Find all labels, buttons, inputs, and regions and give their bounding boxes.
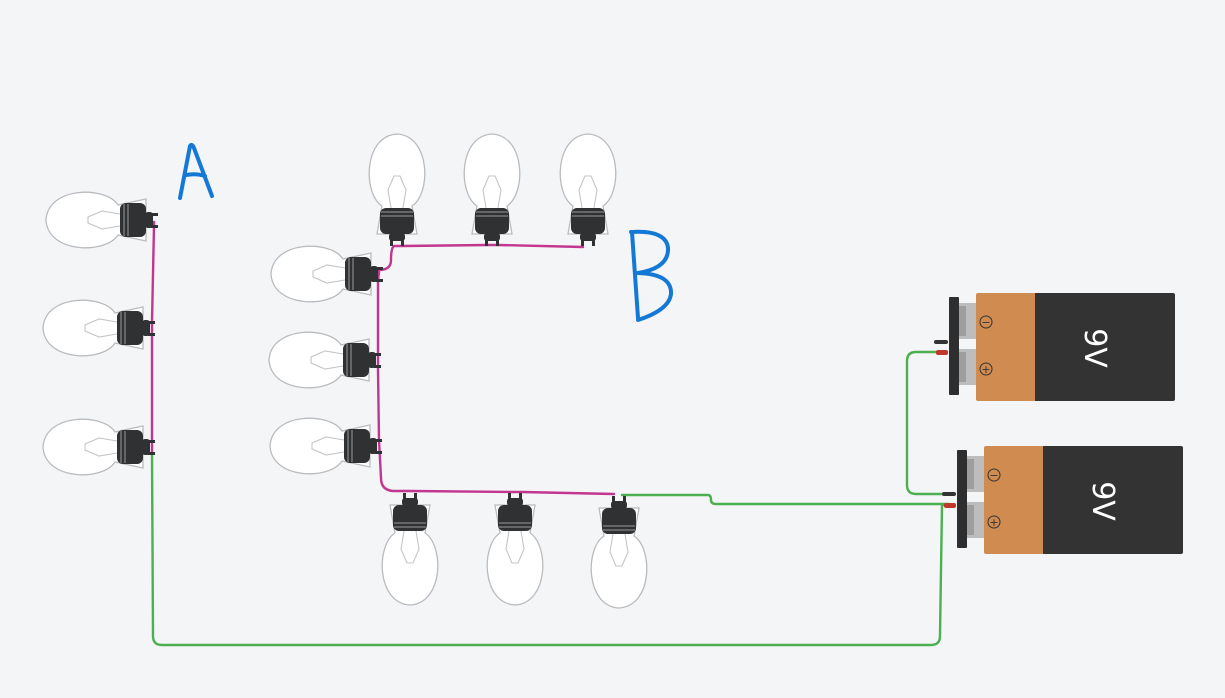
series-wire-a[interactable] (150, 220, 156, 454)
light-bulb-icon[interactable] (42, 299, 156, 357)
label-b: B (629, 229, 673, 322)
battery-bottom[interactable]: − + 9V (942, 446, 1183, 554)
return-wire-a[interactable] (150, 452, 950, 647)
wires (150, 220, 951, 647)
light-bulb-icon[interactable] (463, 133, 521, 247)
battery-top-negative-symbol: − (981, 316, 990, 329)
battery-bottom-negative-symbol: − (989, 469, 998, 482)
light-bulb-icon[interactable] (270, 245, 384, 303)
battery-top-positive-symbol: + (981, 363, 990, 376)
light-bulb-icon[interactable] (42, 418, 156, 476)
light-bulb-icon[interactable] (269, 417, 383, 475)
battery-9v-icon (934, 293, 1175, 401)
light-bulb-icon[interactable] (381, 492, 439, 606)
light-bulb-icon[interactable] (486, 492, 544, 606)
light-bulb-icon[interactable] (268, 331, 382, 389)
circuit-a-bulbs (42, 191, 159, 476)
label-a: A (178, 142, 214, 200)
battery-9v-icon (942, 446, 1183, 554)
light-bulb-icon[interactable] (559, 133, 617, 247)
light-bulb-icon[interactable] (590, 495, 648, 609)
battery-top[interactable]: − + 9V (934, 293, 1175, 401)
light-bulb-icon[interactable] (368, 133, 426, 247)
circuit-b-bulbs (268, 133, 648, 609)
handwritten-letter-icon (629, 229, 673, 322)
battery-bottom-positive-symbol: + (989, 516, 998, 529)
battery-bottom-voltage-label: 9V (1085, 481, 1120, 521)
light-bulb-icon[interactable] (45, 191, 159, 249)
battery-top-voltage-label: 9V (1077, 328, 1112, 368)
series-wire-b[interactable] (376, 243, 616, 496)
return-wire-b[interactable] (620, 493, 951, 506)
battery-link-wire[interactable] (905, 350, 951, 496)
handwritten-letter-icon (178, 142, 214, 200)
